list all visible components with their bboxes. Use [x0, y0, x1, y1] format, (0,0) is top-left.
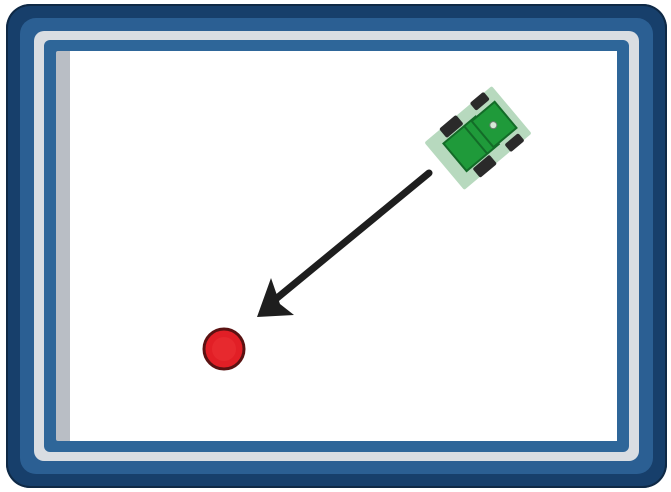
target-point-icon [204, 329, 244, 369]
tractor-icon [424, 85, 533, 191]
direction-arrow [257, 173, 429, 317]
